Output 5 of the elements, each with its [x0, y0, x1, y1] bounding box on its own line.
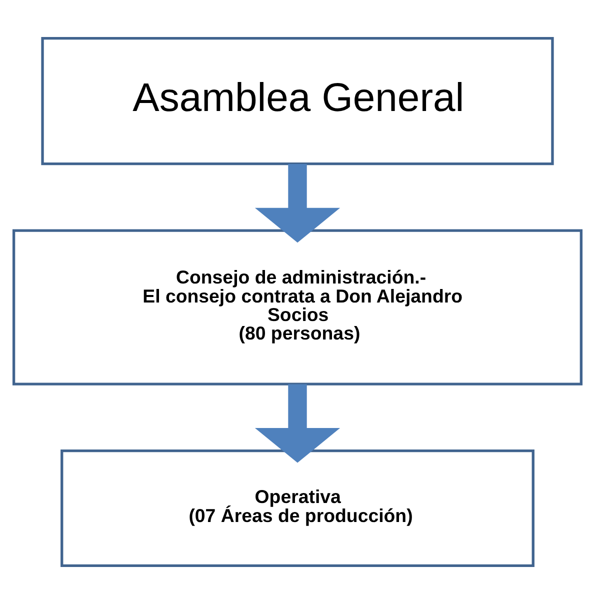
node-box: Consejo de administración.- El consejo contrata a Don Alejandro Socios (80 personas)	[12, 228, 583, 385]
arrow	[254, 164, 340, 242]
arrow	[254, 384, 340, 462]
node-box: Operativa (07 Áreas de producción)	[60, 449, 534, 566]
node-box: Asamblea General	[41, 36, 554, 165]
